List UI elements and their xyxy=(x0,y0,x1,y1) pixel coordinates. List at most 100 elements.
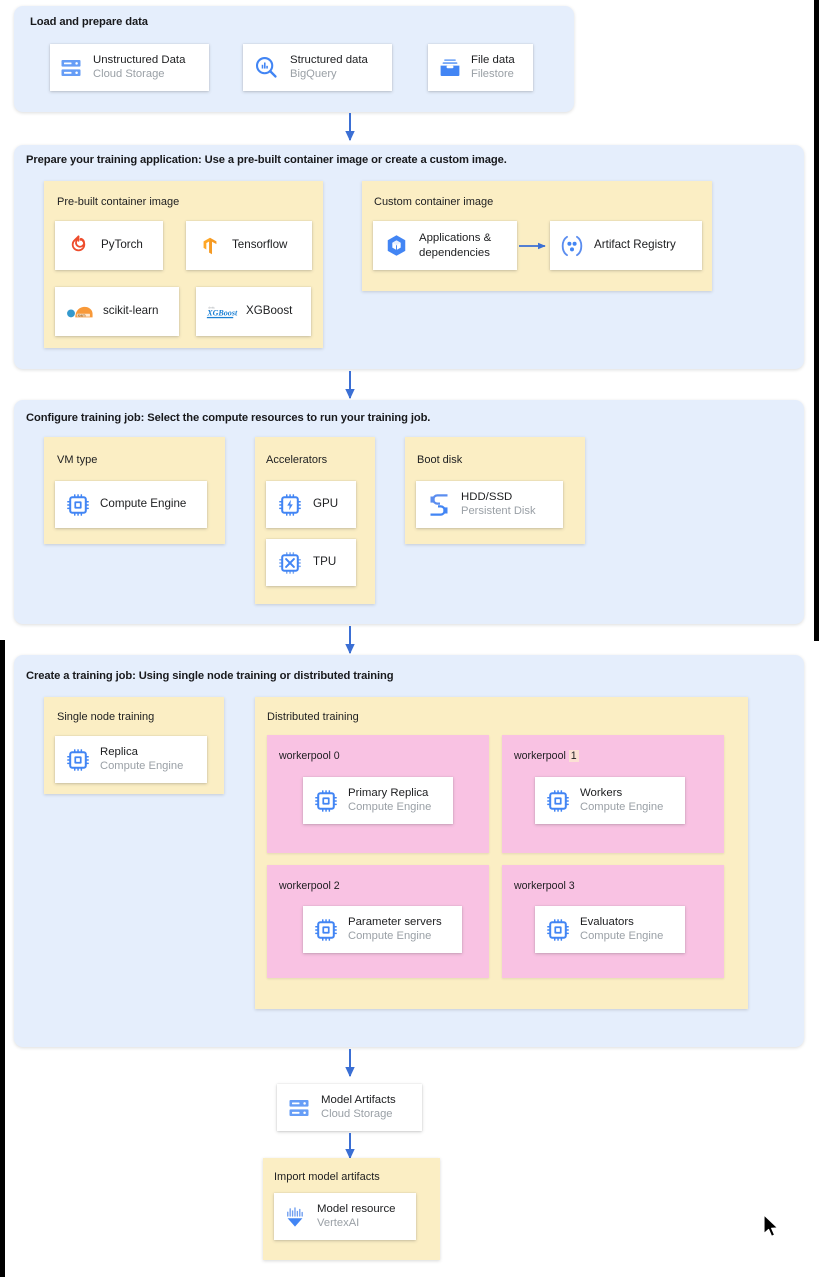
group-vm-type-title: VM type xyxy=(57,454,98,466)
pool-name: workerpool xyxy=(514,880,566,892)
group-import-title: Import model artifacts xyxy=(274,1171,380,1183)
card-sublabel: Persistent Disk xyxy=(461,505,536,518)
artifact-registry-icon xyxy=(559,233,585,259)
card-sublabel: BigQuery xyxy=(290,68,337,81)
card-label: HDD/SSD xyxy=(461,491,513,504)
scikit-learn-icon xyxy=(65,302,95,321)
pool-index: 1 xyxy=(568,750,579,762)
card-evaluators[interactable]: Evaluators Compute Engine xyxy=(535,906,697,963)
pytorch-icon xyxy=(66,233,91,258)
arrow-create-to-artifacts xyxy=(345,1049,355,1078)
card-label: Compute Engine xyxy=(100,497,187,511)
pool-index: 2 xyxy=(333,880,340,892)
group-pre-built-title: Pre-built container image xyxy=(57,196,180,208)
card-compute-engine-vm[interactable]: Compute Engine xyxy=(55,481,207,528)
card-xgboost[interactable]: XGBoost xyxy=(196,287,311,336)
pool-workerpool-0-title: workerpool 0 xyxy=(279,750,340,762)
card-artifact-registry[interactable]: Artifact Registry xyxy=(550,221,702,270)
vertex-ai-icon xyxy=(283,1205,307,1229)
pool-workerpool-1-title: workerpool 1 xyxy=(514,750,579,762)
stage-prepare-title: Prepare your training application: Use a… xyxy=(26,154,507,166)
card-structured-data[interactable]: Structured data BigQuery xyxy=(243,44,392,91)
card-label: Evaluators xyxy=(580,916,634,929)
pool-index: 3 xyxy=(568,880,575,892)
card-sublabel: Cloud Storage xyxy=(321,1108,393,1121)
arrow-configure-to-create xyxy=(345,626,355,655)
persistent-disk-icon xyxy=(427,493,451,517)
stage-configure-title: Configure training job: Select the compu… xyxy=(26,412,431,424)
card-tpu[interactable]: TPU xyxy=(266,539,356,586)
card-label: Model Artifacts xyxy=(321,1094,396,1107)
compute-engine-icon xyxy=(66,748,90,772)
card-parameter-servers[interactable]: Parameter servers Compute Engine xyxy=(303,906,474,963)
card-sublabel: Compute Engine xyxy=(348,930,432,943)
card-sublabel: Compute Engine xyxy=(348,801,432,814)
filestore-icon xyxy=(438,56,462,80)
card-sublabel: Compute Engine xyxy=(580,930,664,943)
xgboost-icon xyxy=(205,302,239,321)
card-label: Primary Replica xyxy=(348,787,429,800)
group-accelerators-title: Accelerators xyxy=(266,454,328,466)
card-label: Structured data xyxy=(290,54,368,67)
group-single-node-title: Single node training xyxy=(57,711,155,723)
pool-workerpool-2-title: workerpool 2 xyxy=(279,880,340,892)
card-model-resource[interactable]: Model resource VertexAI xyxy=(274,1193,416,1240)
card-label: Model resource xyxy=(317,1203,396,1216)
arrow-apps-to-registry xyxy=(519,242,546,250)
card-label: XGBoost xyxy=(246,304,293,318)
pool-name: workerpool xyxy=(279,880,331,892)
compute-engine-icon xyxy=(546,918,570,942)
stage-load-title: Load and prepare data xyxy=(30,16,148,28)
compute-engine-icon xyxy=(66,493,90,517)
arrow-artifacts-to-import xyxy=(345,1133,355,1160)
card-scikit-learn[interactable]: scikit-learn xyxy=(55,287,179,336)
compute-engine-icon xyxy=(546,789,570,813)
card-label: Tensorflow xyxy=(232,238,288,252)
tensorflow-icon xyxy=(199,235,221,257)
card-pytorch[interactable]: PyTorch xyxy=(55,221,163,270)
card-sublabel: Compute Engine xyxy=(100,760,184,773)
group-distributed-title: Distributed training xyxy=(267,711,359,723)
cloud-storage-icon xyxy=(287,1096,311,1120)
stage-create-title: Create a training job: Using single node… xyxy=(26,670,394,682)
card-file-data[interactable]: File data Filestore xyxy=(428,44,533,91)
card-label: GPU xyxy=(313,497,339,511)
card-sublabel: VertexAI xyxy=(317,1217,360,1230)
card-label: Applications & dependencies xyxy=(419,231,492,259)
card-model-artifacts[interactable]: Model Artifacts Cloud Storage xyxy=(277,1084,422,1131)
screen-edge-right xyxy=(814,0,819,641)
card-workers[interactable]: Workers Compute Engine xyxy=(535,777,697,834)
pool-index: 0 xyxy=(333,750,340,762)
group-boot-disk-title: Boot disk xyxy=(417,454,463,466)
card-sublabel: Filestore xyxy=(471,68,514,81)
card-label: Artifact Registry xyxy=(594,238,676,252)
group-custom-title: Custom container image xyxy=(374,196,494,208)
card-replica[interactable]: Replica Compute Engine xyxy=(55,736,207,783)
bigquery-icon xyxy=(254,55,279,80)
gpu-icon xyxy=(278,493,302,517)
card-label: Replica xyxy=(100,746,138,759)
cloud-storage-icon xyxy=(59,56,83,80)
tpu-icon xyxy=(278,551,302,575)
card-applications-dependencies[interactable]: Applications & dependencies xyxy=(373,221,517,270)
compute-engine-icon xyxy=(314,918,338,942)
card-primary-replica[interactable]: Primary Replica Compute Engine xyxy=(303,777,465,834)
card-label: scikit-learn xyxy=(103,304,159,318)
card-hdd-ssd[interactable]: HDD/SSD Persistent Disk xyxy=(416,481,563,528)
card-unstructured-data[interactable]: Unstructured Data Cloud Storage xyxy=(50,44,209,91)
arrow-load-to-prepare xyxy=(345,113,355,142)
card-sublabel: Cloud Storage xyxy=(93,68,165,81)
card-tensorflow[interactable]: Tensorflow xyxy=(186,221,312,270)
card-gpu[interactable]: GPU xyxy=(266,481,356,528)
pool-workerpool-3-title: workerpool 3 xyxy=(514,880,575,892)
card-label: Workers xyxy=(580,787,623,800)
card-label: PyTorch xyxy=(101,238,143,252)
arrow-prepare-to-configure xyxy=(345,371,355,400)
card-label: File data xyxy=(471,54,515,67)
pool-name: workerpool xyxy=(514,750,566,762)
applications-dependencies-icon xyxy=(384,233,409,258)
card-sublabel: Compute Engine xyxy=(580,801,664,814)
compute-engine-icon xyxy=(314,789,338,813)
screen-edge-left xyxy=(0,640,5,1277)
